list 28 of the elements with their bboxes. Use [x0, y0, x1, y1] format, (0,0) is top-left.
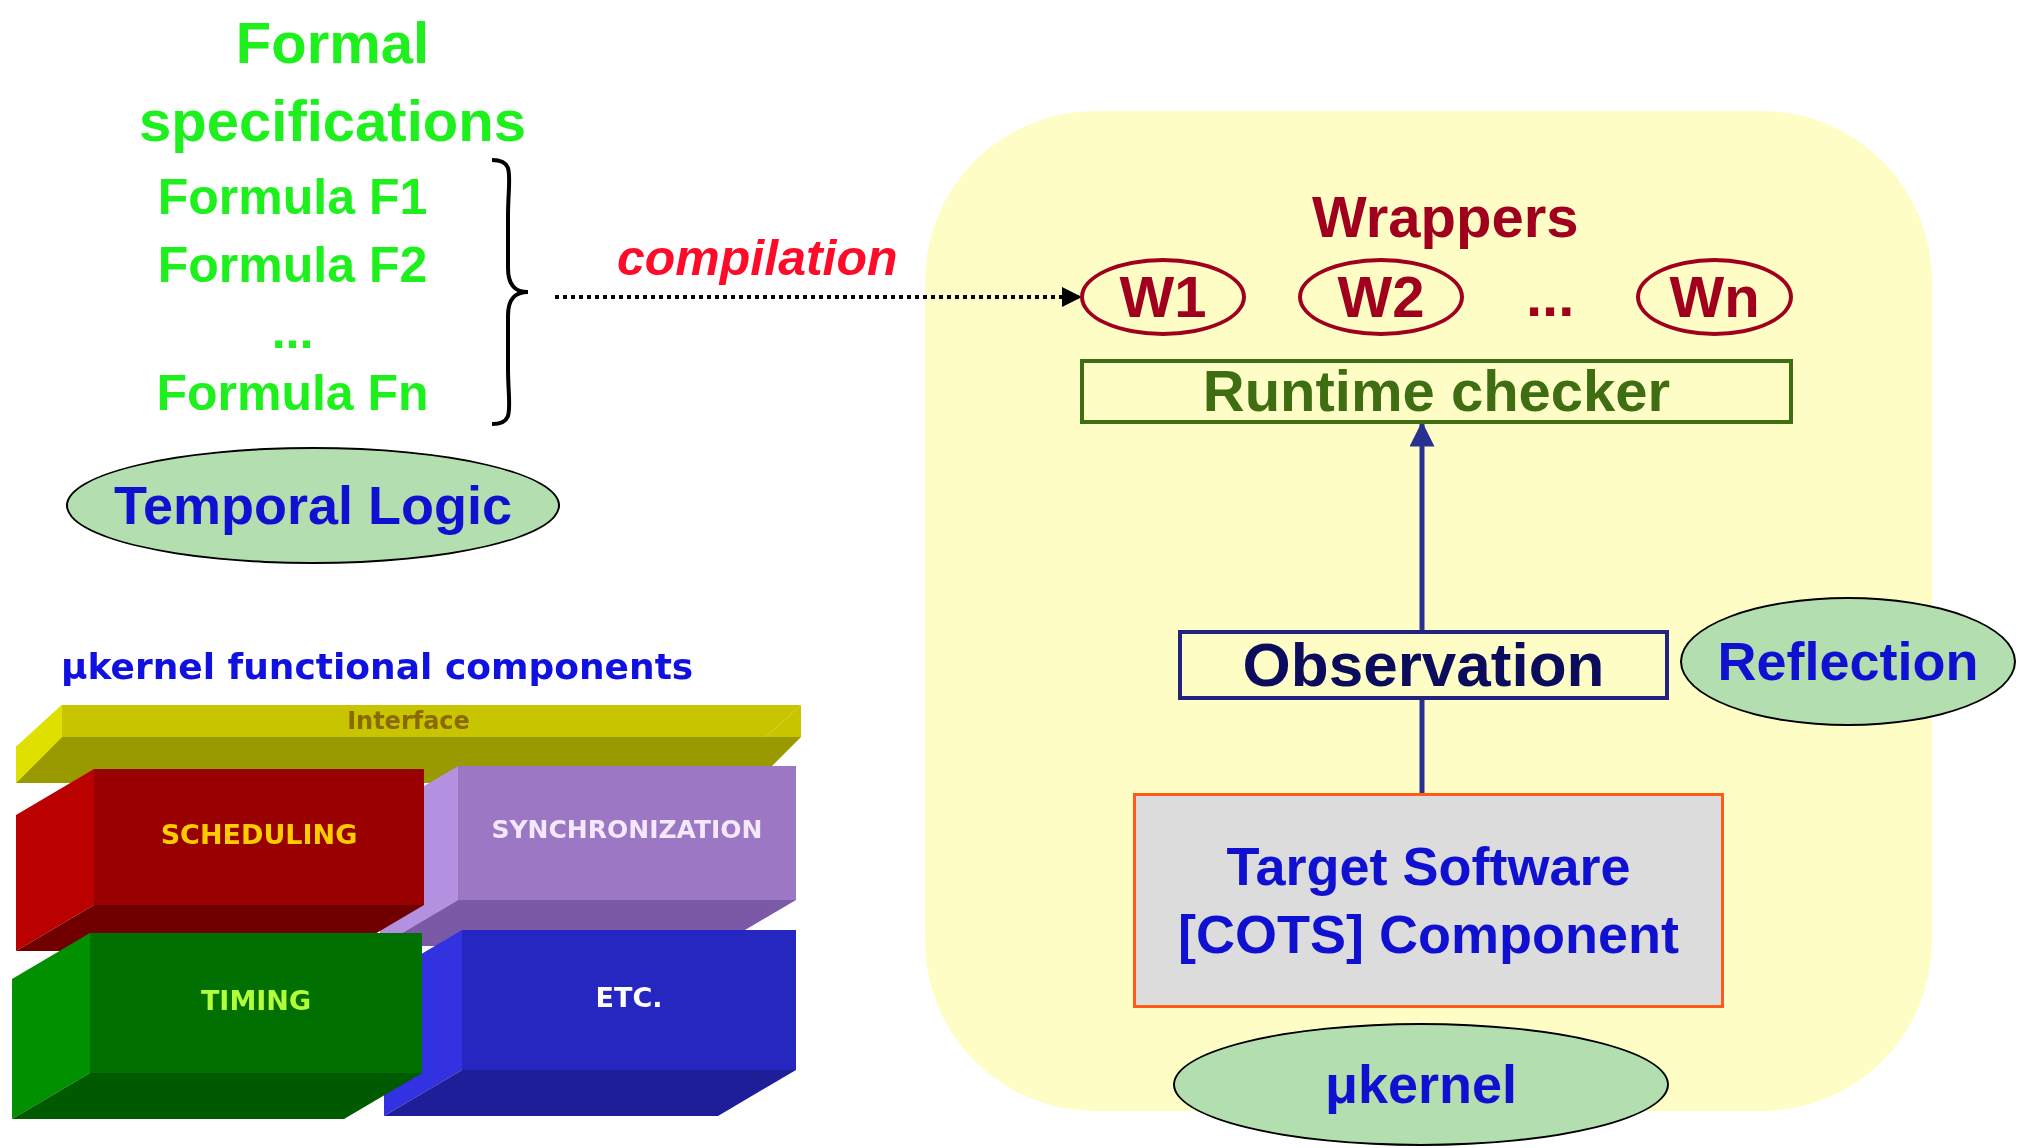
- block-label: SCHEDULING: [159, 819, 359, 850]
- group-heading: Wrappers: [1312, 183, 1579, 250]
- arrow: [555, 287, 1082, 307]
- process-box: [1080, 359, 1793, 424]
- process-box: [1178, 630, 1669, 700]
- node-label: Target Software [COTS] Component: [1177, 835, 1680, 966]
- node-label: μkernel: [1324, 1052, 1518, 1116]
- node-label: Runtime checker: [1202, 357, 1671, 426]
- arrow: [1409, 421, 1435, 630]
- node-label: Temporal Logic: [113, 473, 512, 537]
- formula-text: ...: [270, 302, 315, 360]
- node-label: W1: [1119, 262, 1207, 331]
- edge-label: compilation: [617, 229, 898, 287]
- formula-text: Formula F2: [156, 236, 429, 294]
- process-box: [1133, 793, 1724, 1008]
- ellipsis-text: ...: [1526, 262, 1575, 329]
- block-label: SYNCHRONIZATION: [490, 815, 764, 844]
- formula-text: Formula F1: [156, 168, 429, 226]
- formula-text: Formula Fn: [155, 364, 430, 422]
- node-heading: Formal specifications: [138, 9, 527, 155]
- node-label: W2: [1337, 262, 1425, 331]
- block-label: Interface: [346, 706, 471, 737]
- node-label: Wn: [1669, 262, 1760, 331]
- section-heading: μkernel functional components: [61, 646, 694, 687]
- block-label: TIMING: [199, 985, 313, 1016]
- block-label: ETC.: [594, 982, 664, 1013]
- node-label: Reflection: [1717, 629, 1979, 693]
- node-label: Observation: [1242, 629, 1605, 702]
